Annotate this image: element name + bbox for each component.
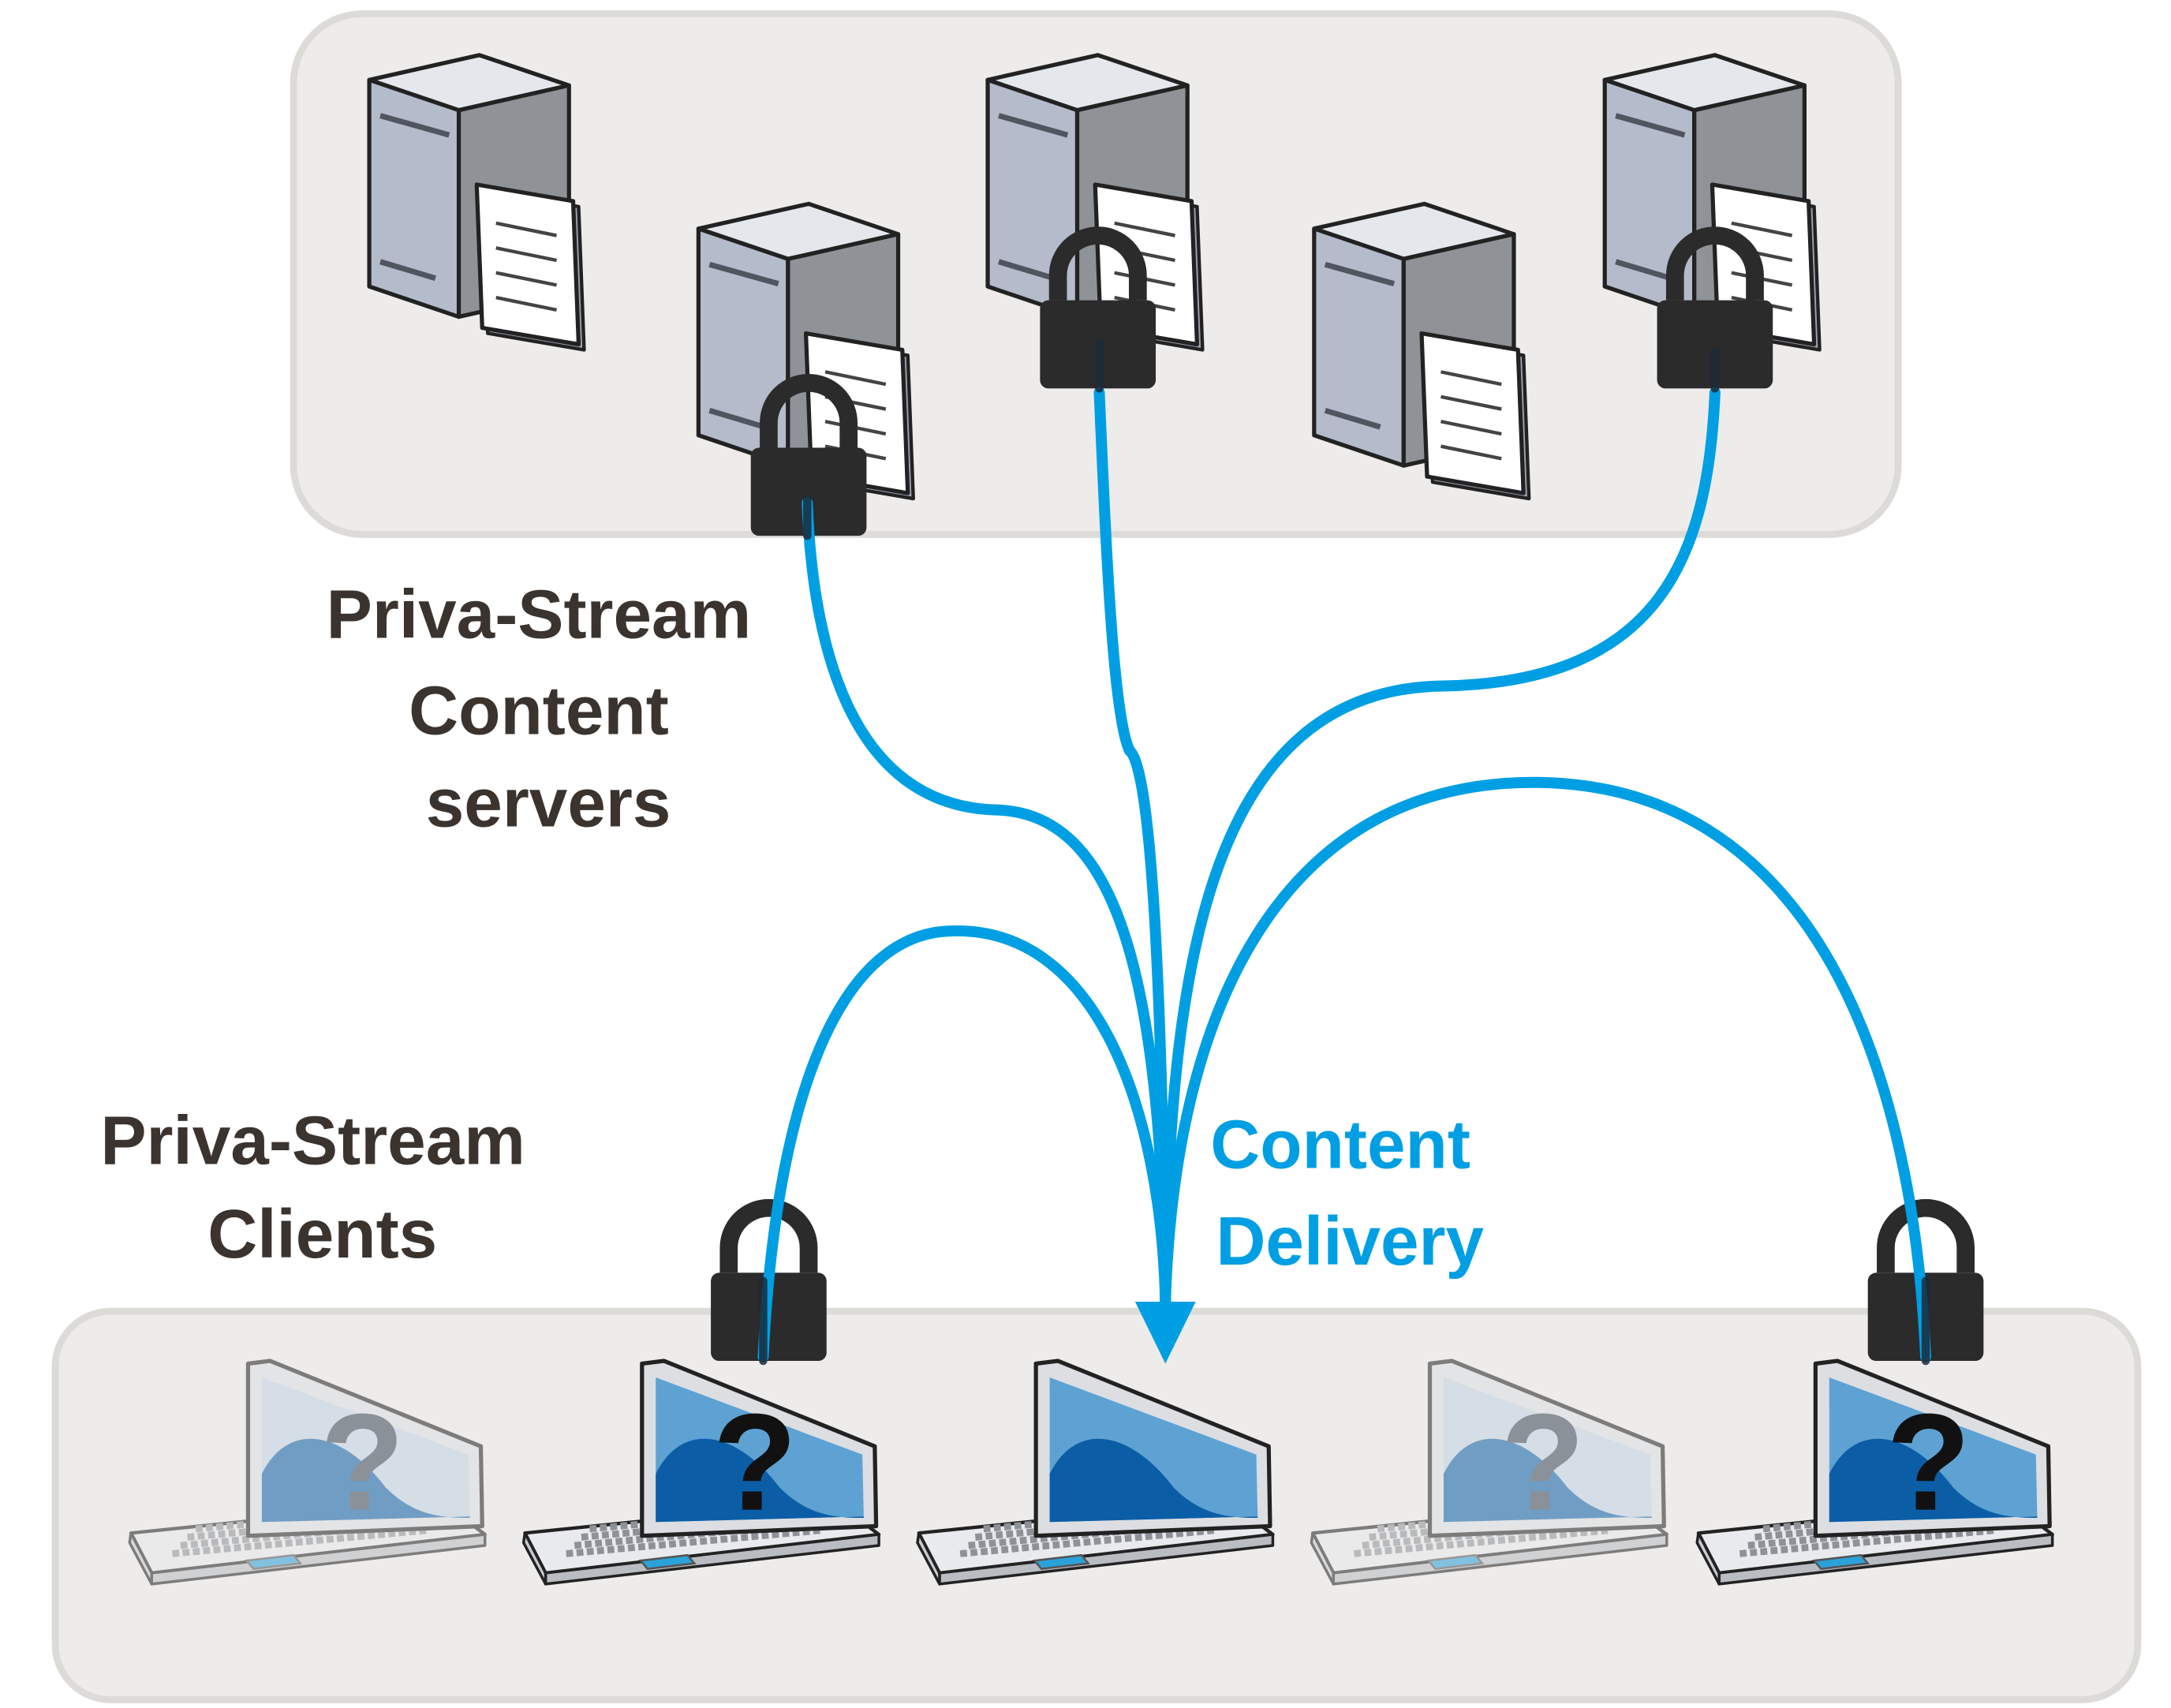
client-laptop-2 — [521, 1359, 881, 1586]
clients-label: Priva-Stream Clients — [100, 1102, 544, 1273]
client-laptop-4 — [1310, 1359, 1668, 1586]
flow-server-5 — [1160, 387, 1721, 1307]
delivery-arrow-icon — [1134, 1301, 1196, 1364]
client-4-question-icon: ? — [1500, 1385, 1585, 1539]
client-1-question-icon: ? — [320, 1385, 405, 1539]
client-5-question-icon: ? — [1886, 1385, 1971, 1539]
flow-client-5 — [1160, 776, 1932, 1362]
client-laptop-5 — [1695, 1359, 2054, 1586]
client-laptop-3 — [916, 1359, 1275, 1586]
client-laptop-1 — [128, 1359, 487, 1586]
client-2-question-icon: ? — [713, 1385, 798, 1539]
delivery-label: Content Delivery — [1210, 1107, 1489, 1280]
flow-server-3 — [1093, 387, 1171, 1307]
flow-server-2 — [802, 497, 1171, 1307]
servers-label: Priva-Stream Content servers — [327, 576, 771, 841]
flow-client-2 — [757, 925, 1171, 1362]
